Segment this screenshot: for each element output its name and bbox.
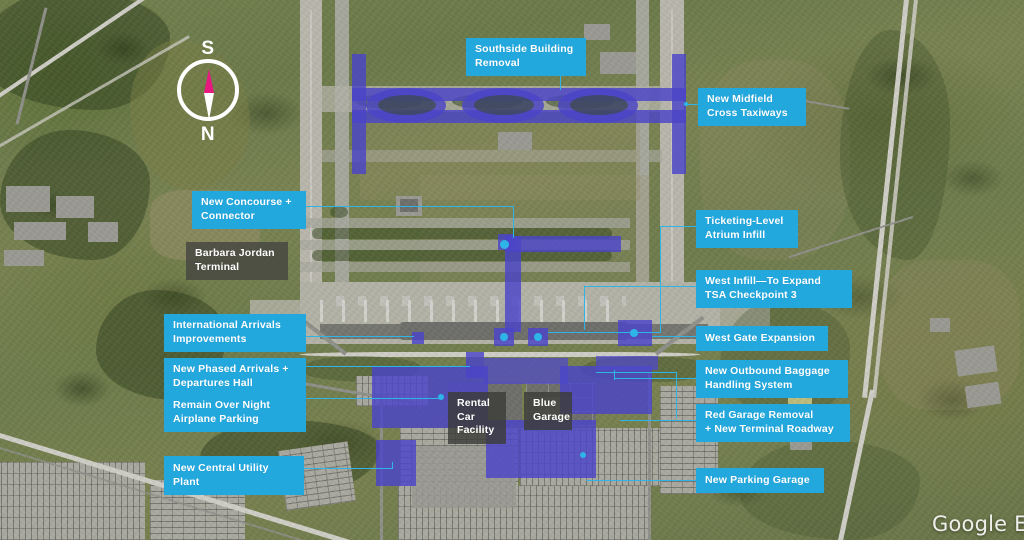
leader-ticketing-atrium-infill-v xyxy=(660,226,661,332)
callout-red-garage-removal-new-terminal-roadway[interactable]: Red Garage Removal + New Terminal Roadwa… xyxy=(696,404,850,442)
leader-red-garage-removal xyxy=(620,420,696,421)
leader-west-infill-tsa-v xyxy=(584,286,585,330)
midfield-building xyxy=(498,132,532,150)
midfield-taxiway xyxy=(322,150,662,162)
callout-international-arrivals-improvements[interactable]: International Arrivals Improvements xyxy=(164,314,306,352)
compass-south-label: S xyxy=(201,38,215,59)
building xyxy=(88,222,118,242)
callout-west-infill-tsa-checkpoint-3[interactable]: West Infill—To Expand TSA Checkpoint 3 xyxy=(696,270,852,308)
overlay-new-concourse-crossbar xyxy=(505,236,621,252)
callout-new-outbound-baggage-handling-system[interactable]: New Outbound Baggage Handling System xyxy=(696,360,848,398)
leader-new-concourse-connector xyxy=(302,206,514,207)
callout-southside-building-removal[interactable]: Southside Building Removal xyxy=(466,38,586,76)
overlay-new-outbound-baggage xyxy=(484,358,568,384)
building xyxy=(56,196,94,218)
taxiway-island xyxy=(378,95,436,115)
callout-new-parking-garage[interactable]: New Parking Garage xyxy=(696,468,824,493)
leader-new-outbound-baggage xyxy=(614,378,696,379)
taxiway-island xyxy=(474,95,534,115)
leader-new-parking-garage xyxy=(586,480,696,481)
building xyxy=(14,222,66,240)
leader-west-gate-expansion xyxy=(652,336,696,337)
leader-new-central-utility-plant-v xyxy=(392,462,393,469)
callout-barbara-jordan-terminal: Barbara Jordan Terminal xyxy=(186,242,288,280)
callout-remain-over-night-airplane-parking[interactable]: Remain Over Night Airplane Parking xyxy=(164,394,306,432)
southside-building xyxy=(584,24,610,40)
building xyxy=(4,250,44,266)
callout-rental-car-facility: Rental Car Facility xyxy=(448,392,506,444)
taxiway-island xyxy=(330,206,348,218)
compass-rose: S N xyxy=(164,38,252,158)
overlay-new-terminal-roadway xyxy=(596,356,658,370)
overlay-international-arrivals xyxy=(412,332,424,344)
terminal-roadway xyxy=(300,352,700,357)
overlay-red-garage-removal xyxy=(560,366,652,414)
leader-new-concourse-connector-v xyxy=(513,206,514,238)
overlay-node-marker xyxy=(534,333,542,341)
leader-dot xyxy=(684,102,688,106)
parked-aircraft-row xyxy=(336,296,626,306)
leader-southside-building-removal xyxy=(560,76,561,90)
google-earth-watermark: Google Ea xyxy=(932,512,1024,536)
leader-new-midfield-cross-taxiways xyxy=(686,104,702,105)
leader-ticketing-atrium-infill-h2 xyxy=(548,332,661,333)
leader-blue-garage-route xyxy=(596,372,676,373)
callout-blue-garage: Blue Garage xyxy=(524,392,572,430)
callout-ticketing-level-atrium-infill[interactable]: Ticketing-Level Atrium Infill xyxy=(696,210,798,248)
taxiway-band xyxy=(300,218,630,228)
runway-centerline xyxy=(310,10,312,290)
overlay-node-marker xyxy=(500,333,508,341)
taxiway-island xyxy=(570,95,628,115)
building xyxy=(930,318,950,332)
callout-new-concourse-connector[interactable]: New Concourse + Connector xyxy=(192,191,306,229)
overlay-connector-marker xyxy=(500,240,509,249)
callout-new-phased-arrivals-departures-hall[interactable]: New Phased Arrivals + Departures Hall xyxy=(164,358,306,396)
compass-needle-magenta xyxy=(204,69,214,93)
compass-needle-white xyxy=(204,93,214,120)
leader-new-central-utility-plant xyxy=(302,468,392,469)
overlay-node-marker xyxy=(438,394,444,400)
compass-north-label: N xyxy=(200,124,216,145)
leader-phased-arrivals-departures-hall xyxy=(302,366,470,367)
landside-road xyxy=(648,372,651,540)
overlay-node-marker xyxy=(630,329,638,337)
callout-new-central-utility-plant[interactable]: New Central Utility Plant xyxy=(164,456,304,495)
parked-aircraft-row xyxy=(320,300,620,322)
leader-west-infill-tsa xyxy=(584,286,696,287)
leader-ticketing-atrium-infill xyxy=(660,226,698,227)
callout-west-gate-expansion[interactable]: West Gate Expansion xyxy=(696,326,828,351)
leader-remain-overnight-parking xyxy=(302,398,440,399)
leader-new-outbound-baggage-v xyxy=(614,370,615,380)
midfield-building-roof xyxy=(400,199,418,212)
taxiway-band xyxy=(300,240,630,250)
building xyxy=(6,186,50,212)
overlay-new-central-utility-plant xyxy=(376,440,416,486)
southside-building xyxy=(600,52,636,74)
terminal-west-concourse xyxy=(320,324,404,339)
taxiway-band xyxy=(300,262,630,272)
overlay-node-marker xyxy=(580,452,586,458)
leader-international-arrivals xyxy=(302,336,414,337)
taxiway-island xyxy=(312,250,612,261)
callout-new-midfield-cross-taxiways[interactable]: New Midfield Cross Taxiways xyxy=(698,88,806,126)
taxiway-island xyxy=(312,228,612,239)
leader-blue-garage-route-v xyxy=(676,372,677,418)
overlay-new-concourse-connector xyxy=(505,236,521,332)
